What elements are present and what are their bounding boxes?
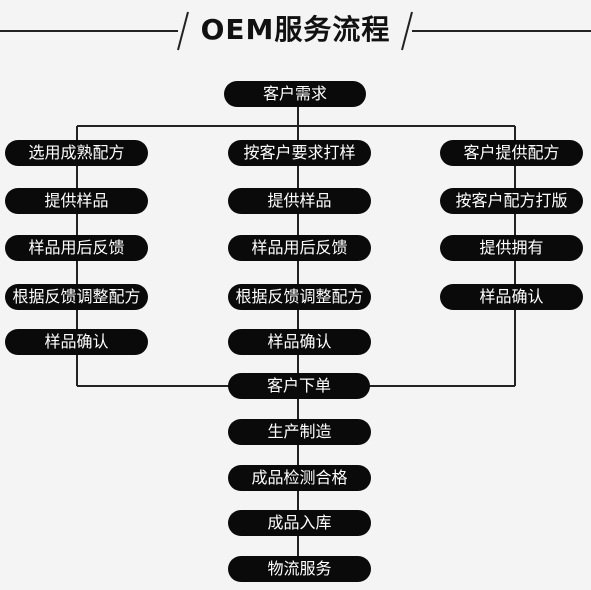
- center-step-4: 根据反馈调整配方: [228, 284, 371, 310]
- right-step-4: 样品确认: [440, 284, 583, 310]
- title-slash-right: [401, 11, 413, 51]
- right-step-1: 客户提供配方: [440, 140, 583, 166]
- bottom-step-4: 物流服务: [228, 556, 371, 582]
- right-step-2: 按客户配方打版: [440, 188, 583, 214]
- left-step-1: 选用成熟配方: [5, 140, 148, 166]
- left-step-3: 样品用后反馈: [5, 235, 148, 261]
- title-slash-left: [177, 11, 189, 51]
- left-step-5: 样品确认: [5, 329, 148, 355]
- page-title: OEM服务流程: [200, 13, 391, 46]
- left-step-2: 提供样品: [5, 188, 148, 214]
- node-customer-order: 客户下单: [228, 373, 370, 399]
- bottom-step-2: 成品检测合格: [228, 465, 371, 491]
- left-step-4: 根据反馈调整配方: [5, 284, 148, 310]
- center-step-5: 样品确认: [228, 329, 371, 355]
- right-step-3: 提供拥有: [440, 235, 583, 261]
- bottom-step-1: 生产制造: [228, 419, 371, 445]
- bottom-step-3: 成品入库: [228, 510, 371, 536]
- center-step-2: 提供样品: [228, 188, 371, 214]
- center-step-1: 按客户要求打样: [228, 140, 371, 166]
- node-customer-demand: 客户需求: [224, 81, 366, 107]
- center-step-3: 样品用后反馈: [228, 235, 371, 261]
